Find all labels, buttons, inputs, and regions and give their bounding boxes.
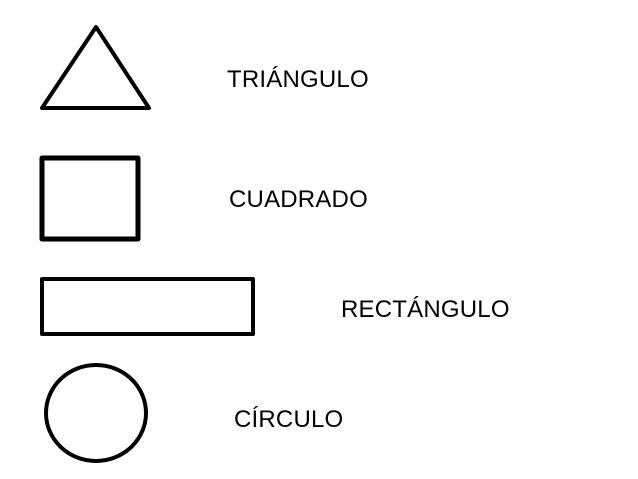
- circle-shape-icon: [44, 363, 148, 463]
- triangle-label: TRIÁNGULO: [227, 66, 369, 93]
- triangle-shape-icon: [40, 25, 151, 110]
- rectangle-label: RECTÁNGULO: [341, 296, 510, 323]
- square-label: CUADRADO: [229, 186, 368, 213]
- square-shape-icon: [39, 155, 141, 242]
- circle-label: CÍRCULO: [234, 406, 344, 433]
- rectangle-shape-icon: [40, 277, 255, 336]
